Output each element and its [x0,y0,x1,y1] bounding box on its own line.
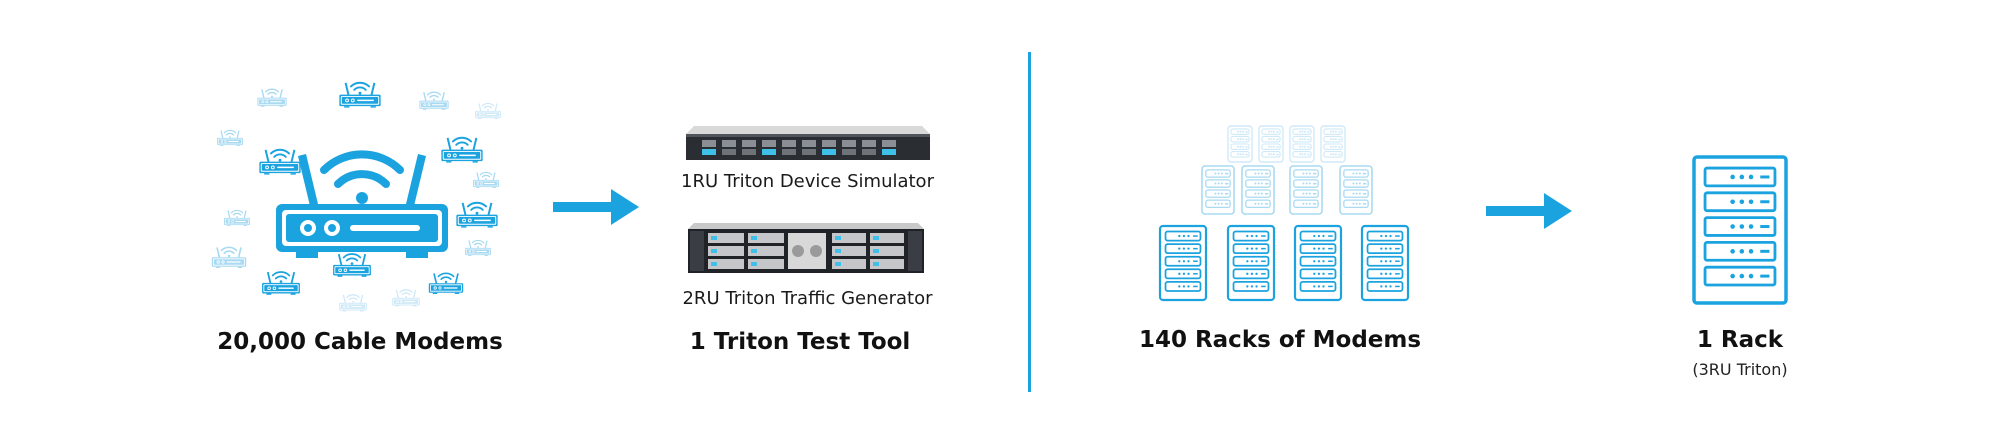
tool-caption: 1 Triton Test Tool [689,329,911,355]
drive-led [873,249,879,253]
small-router-icon [211,246,247,268]
small-router-icon [441,136,483,163]
drive-bay [832,246,866,256]
drive-led [835,262,841,266]
drive-led [873,236,879,240]
rack-front [1360,224,1410,302]
rack-mid [1241,165,1275,215]
drive-slot [882,149,896,155]
drive-slot [762,149,776,155]
drive-slot [702,149,716,155]
drive-bay [748,259,784,269]
drive-slot [762,140,776,147]
drive-bay [870,259,904,269]
drive-slot [822,140,836,147]
single-rack-body [1692,155,1788,305]
drive-led [751,262,757,266]
drive-slot [842,140,856,147]
rack-mid [1289,165,1323,215]
drive-slot [722,140,736,147]
rack-faint [1258,125,1284,163]
drive-slot [822,149,836,155]
small-router-icon [456,201,498,228]
drive-slot [882,140,896,147]
rack-front [1293,224,1343,302]
rack-faint [1227,125,1253,163]
rack-caption: 1 Rack [1696,327,1784,353]
small-router-icon [262,271,300,295]
drive-bay [870,233,904,243]
drive-slot [862,149,876,155]
drive-led [751,236,757,240]
modems-caption: 20,000 Cable Modems [217,329,503,355]
rack-mid [1339,165,1373,215]
rack-mid [1201,165,1235,215]
rack-faint [1320,125,1346,163]
small-router-icon [392,289,420,307]
small-router-icon [473,171,499,188]
traffic-generator-label: 2RU Triton Traffic Generator [682,288,933,309]
rack-note: (3RU Triton) [1692,360,1788,379]
drive-slot [862,140,876,147]
racks-caption: 140 Racks of Modems [1138,327,1422,353]
router-icon [276,150,448,258]
drive-slot [702,140,716,147]
small-router-icon [257,88,287,107]
small-router-icon [475,102,501,119]
small-router-icon [339,81,381,108]
drive-slot [802,149,816,155]
drive-bay [748,233,784,243]
drive-led [711,262,717,266]
drive-slot [802,140,816,147]
traffic-generator-image [688,223,924,273]
small-router-icon [224,209,250,226]
drive-slot [722,149,736,155]
drive-slot [782,149,796,155]
small-router-icon [419,91,449,110]
rack-front [1226,224,1276,302]
drive-bay [708,246,744,256]
small-router-icon [339,294,367,312]
drive-bay [870,246,904,256]
drive-led [711,249,717,253]
server-rack-icon [1692,155,1788,305]
drive-slot [842,149,856,155]
small-router-icon [428,272,464,294]
drive-bay [748,246,784,256]
small-router-icon [217,129,243,146]
arrow-right-icon [553,189,639,225]
divider-line [1028,52,1031,392]
small-router-icon [259,148,301,175]
drive-led [873,262,879,266]
small-router-icon [333,253,371,277]
small-router-icon [465,239,491,256]
drive-bay [708,259,744,269]
rack-front [1158,224,1208,302]
drive-bay [708,233,744,243]
device-simulator-label: 1RU Triton Device Simulator [681,171,934,192]
rack-faint [1289,125,1315,163]
drive-led [751,249,757,253]
arrow-right-icon-2 [1486,193,1572,229]
drive-slot [742,149,756,155]
drive-slot [782,140,796,147]
drive-led [835,236,841,240]
drive-led [711,236,717,240]
drive-bay [832,233,866,243]
drive-slot [742,140,756,147]
device-simulator-image [686,126,930,160]
drive-bay [832,259,866,269]
drive-led [835,249,841,253]
